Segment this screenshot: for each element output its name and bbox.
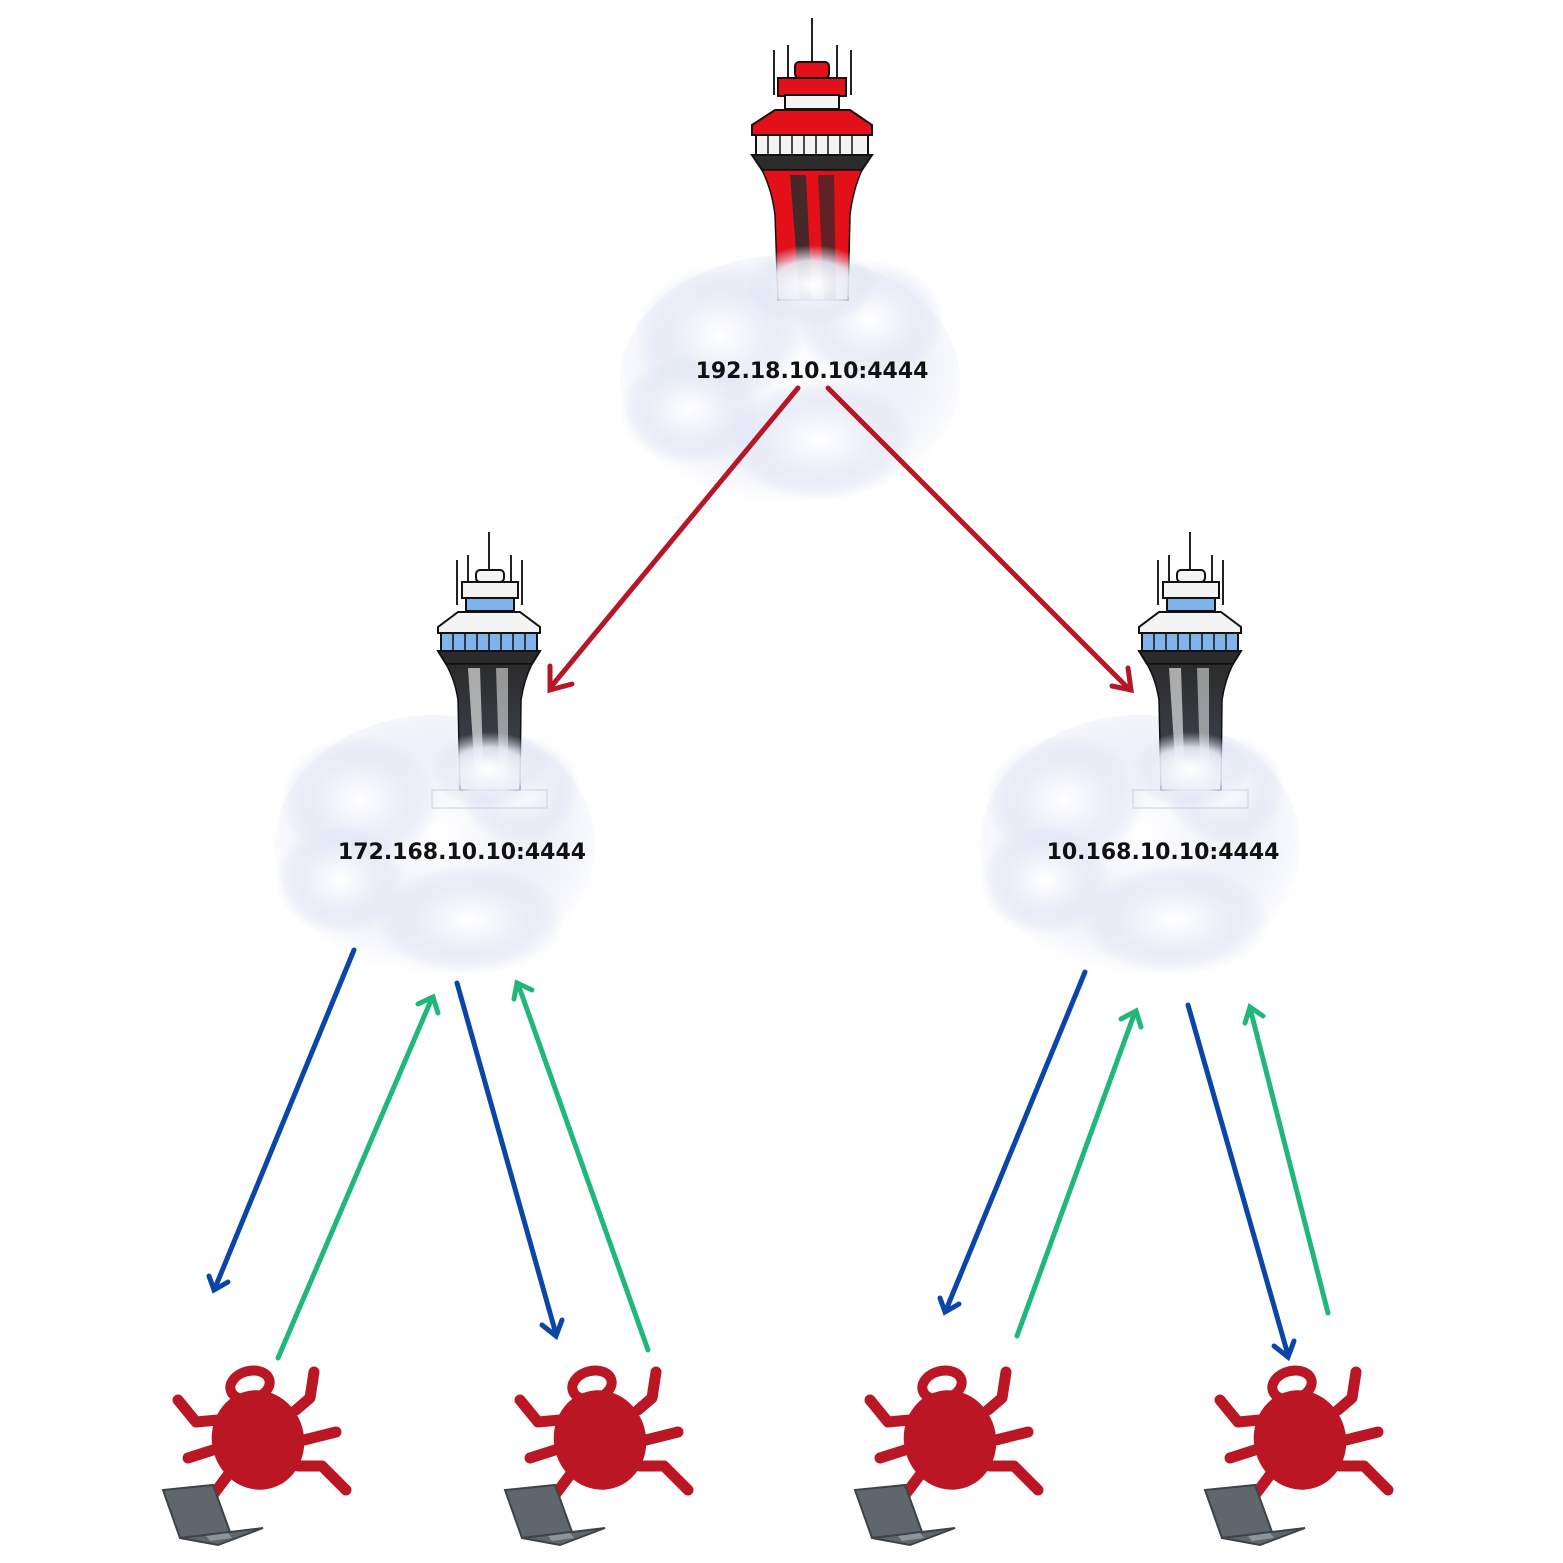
bug-laptop-icon — [503, 1365, 694, 1547]
implant-node-2 — [503, 1365, 694, 1547]
primary-node-label: 192.18.10.10:4444 — [696, 359, 929, 384]
control-tower-icon — [1130, 532, 1250, 809]
primary-tower-node: 192.18.10.10:4444 — [620, 18, 960, 505]
arrow-implant-4-to-relay-right — [1242, 1003, 1331, 1316]
primary-cloud — [620, 255, 960, 505]
implant-node-1 — [161, 1365, 352, 1547]
arrow-implant-1-to-relay-left — [275, 993, 441, 1361]
relay-right-tower-node: 10.168.10.10:4444 — [980, 532, 1300, 975]
laptop-icon — [161, 1483, 264, 1547]
relay-left-cloud — [275, 715, 595, 975]
arrow-primary-to-relay-right — [825, 385, 1134, 694]
arrow-implant-2-to-relay-left — [511, 979, 651, 1353]
bug-laptop-icon — [1203, 1365, 1394, 1547]
arrow-implant-3-to-relay-right — [1014, 1007, 1144, 1339]
laptop-icon — [1203, 1483, 1306, 1547]
relay-left-tower-node: 172.168.10.10:4444 — [275, 532, 595, 975]
implants — [161, 1365, 1394, 1547]
bug-laptop-icon — [161, 1365, 352, 1547]
relay-left-node-label: 172.168.10.10:4444 — [338, 840, 586, 865]
arrow-relay-left-to-implant-1 — [206, 947, 357, 1294]
implant-node-3 — [853, 1365, 1044, 1547]
control-tower-icon — [429, 532, 549, 809]
arrow-relay-right-to-implant-3 — [937, 969, 1088, 1316]
implant-node-4 — [1203, 1365, 1394, 1547]
laptop-icon — [503, 1483, 606, 1547]
control-tower-red-icon — [747, 18, 877, 325]
laptop-icon — [853, 1483, 956, 1547]
relay-right-node-label: 10.168.10.10:4444 — [1047, 840, 1280, 865]
arrow-primary-to-relay-left — [547, 385, 801, 694]
arrow-relay-left-to-implant-2 — [454, 980, 565, 1341]
edges — [206, 385, 1331, 1362]
bug-laptop-icon — [853, 1365, 1044, 1547]
arrow-relay-right-to-implant-4 — [1185, 1002, 1297, 1362]
